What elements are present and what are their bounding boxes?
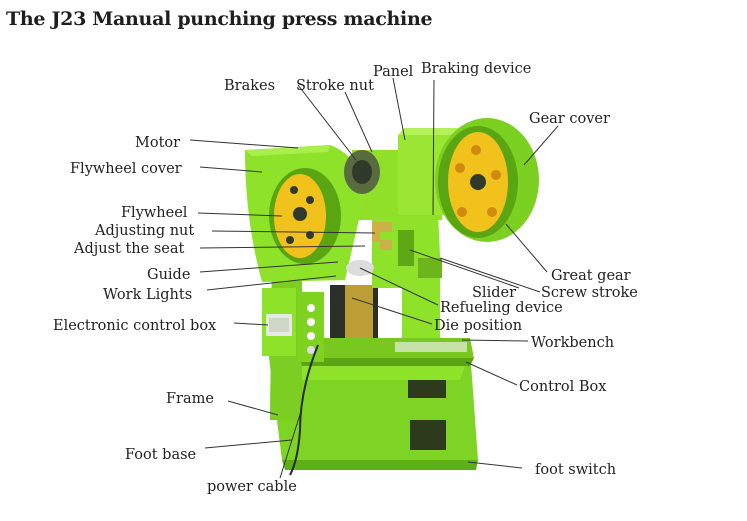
label-panel: Panel [373, 64, 414, 80]
label-slider: Slider [472, 285, 516, 301]
part-labels: Brakes Stroke nut Panel Braking device G… [53, 61, 638, 495]
label-power-cable: power cable [207, 479, 297, 495]
label-frame: Frame [166, 391, 214, 407]
label-work-lights: Work Lights [103, 287, 192, 303]
label-motor: Motor [135, 135, 180, 151]
base-opening-lower [410, 420, 446, 450]
label-gear-cover: Gear cover [529, 111, 610, 127]
label-electronic-control-box: Electronic control box [53, 318, 216, 334]
label-braking-device: Braking device [421, 61, 531, 77]
label-workbench: Workbench [531, 335, 614, 351]
label-foot-base: Foot base [125, 447, 196, 463]
machine-illustration [245, 118, 539, 476]
label-stroke-nut: Stroke nut [296, 78, 374, 94]
label-screw-stroke: Screw stroke [541, 285, 638, 301]
label-control-box: Control Box [519, 379, 606, 395]
label-adjust-the-seat: Adjust the seat [73, 241, 184, 257]
label-foot-switch: foot switch [535, 462, 616, 478]
label-guide: Guide [147, 267, 190, 283]
leader-lines [189, 77, 559, 479]
base-opening-upper [408, 378, 446, 398]
label-flywheel: Flywheel [121, 205, 188, 221]
slider-block [372, 210, 422, 288]
diagram-title: The J23 Manual punching press machine [6, 8, 433, 30]
label-great-gear: Great gear [551, 268, 631, 284]
label-die-position: Die position [434, 318, 522, 334]
label-adjusting-nut: Adjusting nut [94, 223, 194, 239]
label-refueling-device: Refueling device [440, 300, 563, 316]
label-flywheel-cover: Flywheel cover [70, 161, 182, 177]
power-cable-line [289, 344, 319, 476]
label-brakes: Brakes [224, 78, 275, 94]
